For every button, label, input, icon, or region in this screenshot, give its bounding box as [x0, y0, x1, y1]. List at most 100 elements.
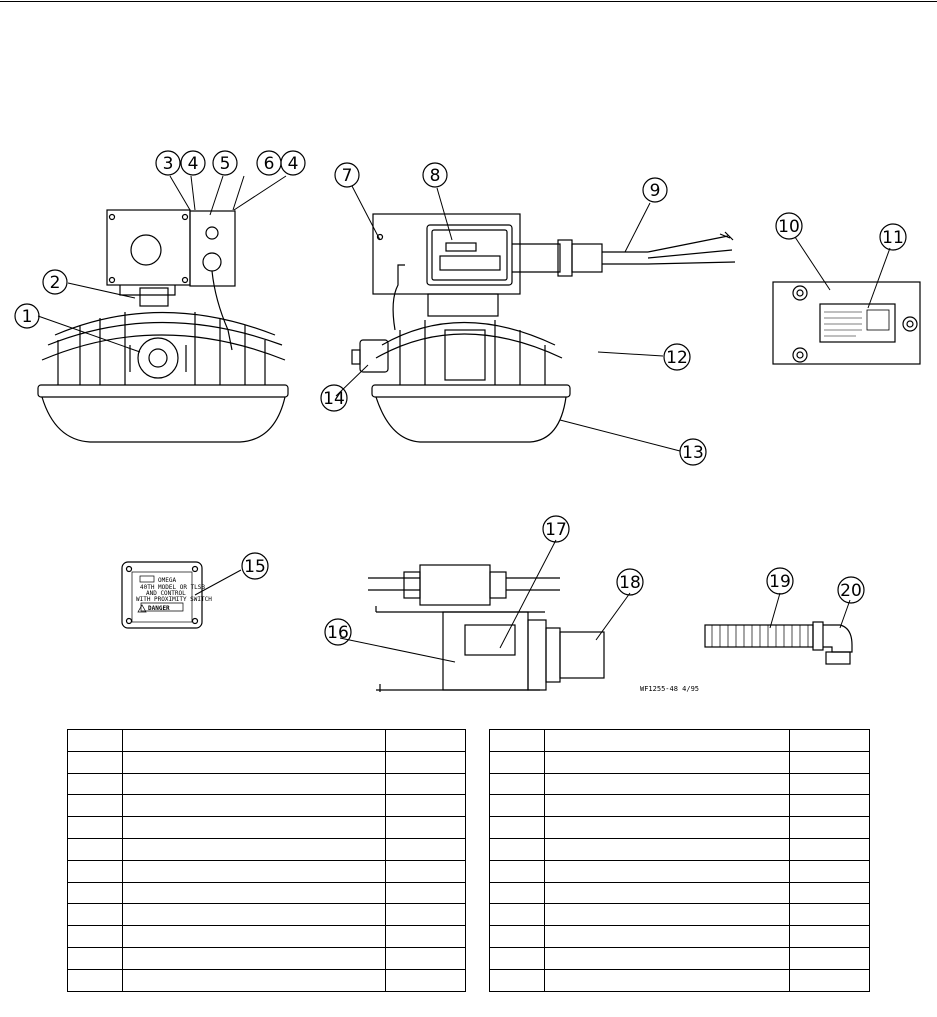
table-cell [385, 925, 466, 948]
leader-lines [37, 175, 891, 663]
callout-1: 1 [14, 303, 40, 329]
table-cell [489, 750, 545, 774]
table-cell [67, 903, 123, 927]
table-cell [789, 816, 870, 839]
table-cell [789, 837, 870, 861]
svg-text:2: 2 [50, 273, 61, 293]
svg-text:4: 4 [188, 154, 199, 174]
table-cell [385, 816, 466, 839]
page-top-rule [0, 1, 937, 2]
table-cell [544, 729, 790, 752]
exploded-parts-drawing: 1 2 3 4 5 6 4 7 8 9 10 11 12 13 14 15 16… [14, 150, 921, 693]
mounting-plate [772, 281, 921, 365]
drawing-number: WF1255-48 4/95 [640, 685, 699, 693]
callout-9: 9 [642, 177, 668, 203]
callout-5: 5 [212, 150, 238, 176]
table-cell [385, 794, 466, 818]
table-cell [385, 859, 466, 883]
table-row [489, 881, 870, 905]
parts-table-right [489, 729, 870, 992]
svg-text:AND CONTROL: AND CONTROL [146, 590, 186, 597]
table-cell [122, 837, 386, 861]
callout-2: 2 [42, 269, 68, 295]
callout-7: 7 [334, 162, 360, 188]
svg-text:3: 3 [163, 154, 174, 174]
table-cell [385, 946, 466, 970]
table-row [67, 729, 466, 752]
table-cell [67, 881, 123, 905]
svg-text:OMEGA: OMEGA [158, 577, 176, 584]
svg-text:8: 8 [430, 166, 441, 186]
table-cell [385, 903, 466, 927]
svg-text:15: 15 [244, 557, 266, 577]
table-cell [122, 903, 386, 927]
table-cell [122, 925, 386, 948]
table-cell [789, 859, 870, 883]
svg-text:13: 13 [682, 443, 704, 463]
svg-text:17: 17 [545, 520, 567, 540]
table-cell [122, 794, 386, 818]
table-cell [122, 750, 386, 774]
table-cell [544, 772, 790, 796]
table-cell [544, 903, 790, 927]
table-cell [544, 881, 790, 905]
svg-text:DANGER: DANGER [148, 605, 170, 612]
callout-14: 14 [320, 384, 348, 412]
table-cell [789, 750, 870, 774]
table-row [67, 968, 466, 992]
callout-10: 10 [775, 212, 803, 240]
table-cell [489, 903, 545, 927]
table-cell [489, 881, 545, 905]
table-cell [789, 772, 870, 796]
warning-label-plate [121, 561, 203, 629]
parts-table-left-body [67, 729, 466, 992]
table-row [67, 794, 466, 818]
callout-bubbles: 1 2 3 4 5 6 4 7 8 9 10 11 12 13 14 15 16… [14, 150, 907, 646]
table-cell [544, 968, 790, 992]
svg-text:10: 10 [778, 217, 800, 237]
callout-6: 6 [256, 150, 282, 176]
table-cell [544, 794, 790, 818]
svg-text:18: 18 [619, 573, 641, 593]
table-row [489, 903, 870, 927]
table-row [67, 925, 466, 948]
callout-3: 3 [155, 150, 181, 176]
table-row [67, 881, 466, 905]
table-cell [122, 968, 386, 992]
callout-12: 12 [663, 343, 691, 371]
callout-18: 18 [616, 568, 644, 596]
table-cell [489, 968, 545, 992]
table-cell [67, 729, 123, 752]
table-cell [122, 729, 386, 752]
table-cell [789, 903, 870, 927]
table-cell [544, 946, 790, 970]
table-cell [489, 925, 545, 948]
table-cell [489, 816, 545, 839]
table-cell [385, 881, 466, 905]
table-row [67, 946, 466, 970]
table-cell [385, 968, 466, 992]
callout-16: 16 [324, 618, 352, 646]
table-cell [489, 729, 545, 752]
svg-text:14: 14 [323, 389, 345, 409]
table-cell [489, 837, 545, 861]
table-cell [789, 925, 870, 948]
table-cell [67, 772, 123, 796]
svg-text:40TH MODEL OR TLSB: 40TH MODEL OR TLSB [140, 584, 205, 591]
svg-text:WITH PROXIMITY SWITCH: WITH PROXIMITY SWITCH [136, 596, 212, 603]
table-cell [789, 946, 870, 970]
callout-20: 20 [837, 576, 865, 604]
svg-text:20: 20 [840, 581, 862, 601]
table-cell [67, 925, 123, 948]
svg-text:11: 11 [882, 228, 904, 248]
table-row [489, 925, 870, 948]
svg-text:12: 12 [666, 348, 688, 368]
table-row [489, 729, 870, 752]
svg-text:1: 1 [22, 307, 33, 327]
table-cell [544, 837, 790, 861]
table-cell [385, 750, 466, 774]
table-cell [385, 772, 466, 796]
table-cell [544, 816, 790, 839]
table-cell [489, 946, 545, 970]
table-row [489, 968, 870, 992]
